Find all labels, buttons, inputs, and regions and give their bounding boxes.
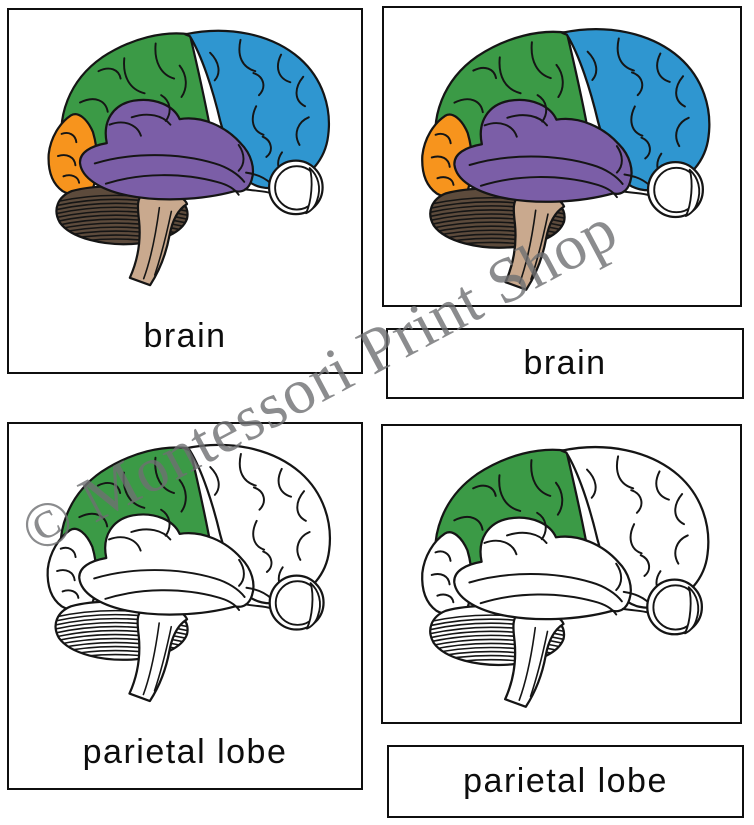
eye (622, 578, 704, 636)
card-label: brain (143, 316, 227, 355)
brain-stem-lines (519, 209, 550, 285)
brain-drawing (421, 28, 711, 292)
cornea (306, 582, 322, 630)
brain-illustration-colored (384, 8, 740, 305)
cerebellum-folds (430, 197, 565, 249)
parietal-lobe-card: parietal lobe (7, 422, 363, 790)
brain-label-card: brain (386, 328, 744, 399)
brain-stem-region (129, 192, 189, 287)
temporal-lobe-region (453, 516, 633, 621)
card-label: brain (523, 344, 607, 382)
brain-stem-lines (142, 622, 173, 696)
eye (244, 574, 325, 632)
cornea (684, 586, 700, 635)
brain-stem-lines (143, 207, 173, 280)
brain-illustration-outline (383, 426, 740, 722)
brain-stem-lines (518, 627, 549, 702)
sulci-lines (431, 37, 691, 199)
cerebellum-folds (56, 195, 188, 245)
sulci-lines (56, 453, 311, 612)
parietal-lobe-picture-card (381, 424, 742, 724)
parietal-lobe-label-card: parietal lobe (387, 745, 744, 818)
eye (622, 161, 705, 219)
brain-illustration-colored (9, 10, 361, 300)
brain-stem-region (504, 612, 565, 709)
temporal-lobe-region (78, 513, 255, 617)
brain-stem-region (128, 607, 189, 703)
cerebellum-folds (55, 610, 188, 661)
card-label: parietal lobe (82, 732, 288, 771)
brain-stem-region (504, 194, 566, 292)
card-label: parietal lobe (463, 762, 668, 800)
card-label-area: brain (9, 300, 361, 372)
cerebellum-folds (430, 614, 565, 666)
sulci-lines (431, 455, 690, 616)
card-label-area: parietal lobe (9, 716, 361, 788)
brain-picture-card (382, 6, 742, 307)
brain-drawing (47, 30, 331, 287)
sulci-lines (57, 39, 311, 197)
temporal-lobe-region (453, 99, 634, 204)
brain-drawing (46, 444, 332, 703)
cornea (305, 167, 321, 215)
eye (244, 159, 324, 216)
brain-card: brain (7, 8, 363, 374)
temporal-lobe-region (79, 99, 255, 201)
brain-drawing (421, 446, 710, 709)
cornea (685, 169, 701, 218)
brain-illustration-outline (9, 424, 361, 716)
